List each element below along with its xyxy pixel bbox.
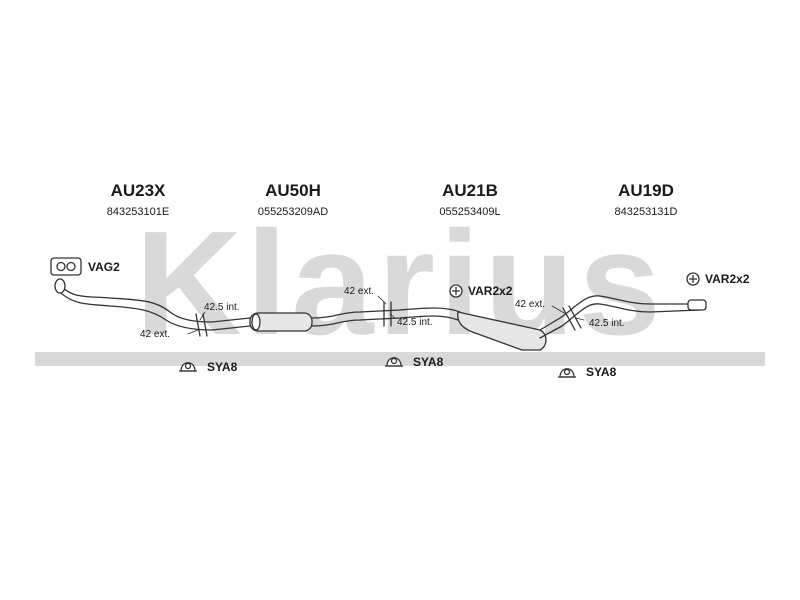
watermark-text: Klarius xyxy=(135,201,665,366)
measure-j1-int: 42.5 int. xyxy=(204,302,240,313)
fitting-label-sya8-c: SYA8 xyxy=(586,365,617,379)
part-code-2: AU50H xyxy=(265,181,321,200)
rear-muffler xyxy=(457,311,547,351)
leader-j2-ext xyxy=(377,295,387,305)
part-code-4: AU19D xyxy=(618,181,674,200)
measure-j2-ext: 42 ext. xyxy=(344,286,375,297)
part-number-3: 055253409L xyxy=(439,206,501,218)
vag2-icon xyxy=(50,257,82,276)
fitting-label-vag2: VAG2 xyxy=(88,260,120,274)
measure-j1-ext: 42 ext. xyxy=(140,329,171,340)
joint-2-marker xyxy=(383,301,392,327)
leader-j1-int xyxy=(199,311,206,321)
part-number-1: 843253101E xyxy=(106,206,170,218)
measure-j2-int: 42.5 int. xyxy=(397,317,433,328)
sya8-icon-c xyxy=(558,368,576,378)
front-pipe-outline xyxy=(57,289,251,331)
leader-j3-ext xyxy=(551,305,567,315)
tail-pipe-outline xyxy=(561,303,701,327)
watermark-bar xyxy=(35,352,765,366)
sya8-icon-a xyxy=(179,362,197,372)
var2x2-icon-a xyxy=(449,284,463,298)
tail-pipe xyxy=(559,295,701,319)
var2x2-icon-b xyxy=(686,272,700,286)
part-code-3: AU21B xyxy=(442,181,498,200)
joint-1-marker xyxy=(195,313,208,337)
measure-j3-int: 42.5 int. xyxy=(589,318,625,329)
part-number-4: 843253131D xyxy=(614,206,678,218)
sya8-icon-b xyxy=(385,357,403,367)
leader-j1-ext xyxy=(187,329,199,335)
measure-j3-ext: 42 ext. xyxy=(515,299,546,310)
fitting-label-sya8-a: SYA8 xyxy=(207,360,238,374)
leader-j3-int xyxy=(575,317,585,321)
leader-j2-int xyxy=(389,313,396,319)
exhaust-system xyxy=(54,278,707,351)
front-flange xyxy=(54,278,66,294)
middle-muffler xyxy=(249,312,313,332)
rear-muffler-tail xyxy=(539,317,563,339)
part-number-2: 055253209AD xyxy=(257,206,329,218)
part-code-1: AU23X xyxy=(110,181,166,200)
middle-pipe xyxy=(311,307,461,319)
tail-pipe-end xyxy=(687,299,707,311)
joint-3-marker xyxy=(562,305,582,331)
front-pipe xyxy=(57,281,251,323)
fitting-label-var2x2-b: VAR2x2 xyxy=(705,272,750,286)
watermark-logo: Klarius xyxy=(35,201,765,366)
fitting-label-sya8-b: SYA8 xyxy=(413,355,444,369)
fitting-label-var2x2-a: VAR2x2 xyxy=(468,284,513,298)
middle-pipe-outline xyxy=(311,315,459,327)
middle-muffler-end xyxy=(251,313,261,331)
